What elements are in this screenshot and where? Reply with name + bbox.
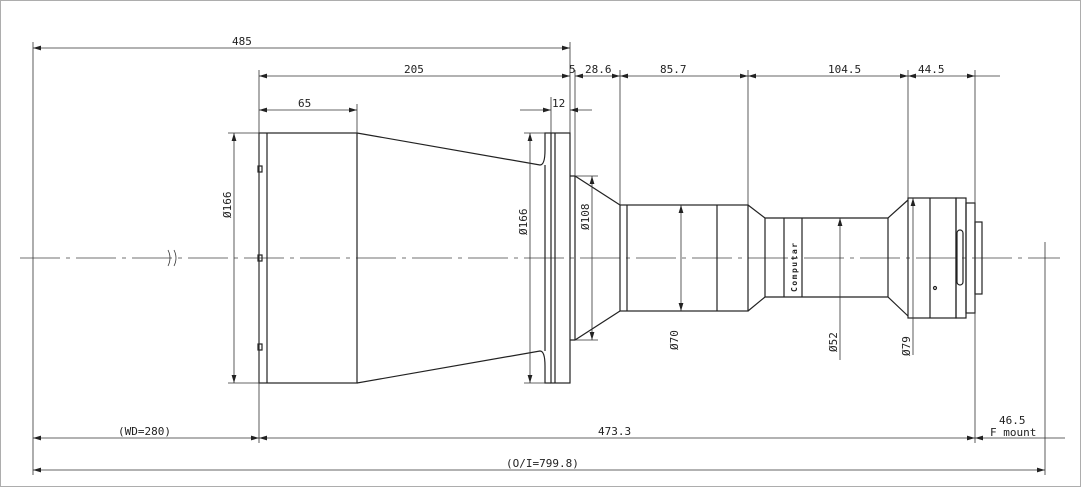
break-symbol xyxy=(167,249,177,267)
dim-44-5: 44.5 xyxy=(918,63,945,76)
dim-485: 485 xyxy=(232,35,252,48)
dim-5: 5 xyxy=(569,63,576,76)
lens-body: Computar xyxy=(257,132,983,384)
dim-dia-108: Ø108 xyxy=(579,204,592,231)
dim-dia-166-flange: Ø166 xyxy=(517,209,530,236)
dimension-lines xyxy=(33,45,1065,473)
dim-205: 205 xyxy=(404,63,424,76)
dim-object-to-image: (O/I=799.8) xyxy=(506,457,579,470)
dim-dia-52: Ø52 xyxy=(827,332,840,352)
dim-104-5: 104.5 xyxy=(828,63,861,76)
dim-46-5: 46.5 xyxy=(999,414,1026,427)
dim-dia-79: Ø79 xyxy=(900,336,913,356)
dim-dia-166-front: Ø166 xyxy=(221,192,234,219)
dim-dia-70: Ø70 xyxy=(668,330,681,350)
dim-473-3: 473.3 xyxy=(598,425,631,438)
dim-12: 12 xyxy=(552,97,565,110)
dim-28-6: 28.6 xyxy=(585,63,612,76)
mount-label: F mount xyxy=(990,426,1036,439)
dim-working-distance: (WD=280) xyxy=(118,425,171,438)
brand-mark: Computar xyxy=(790,241,799,292)
extension-lines xyxy=(32,42,1046,475)
dim-85-7: 85.7 xyxy=(660,63,687,76)
dim-65: 65 xyxy=(298,97,311,110)
